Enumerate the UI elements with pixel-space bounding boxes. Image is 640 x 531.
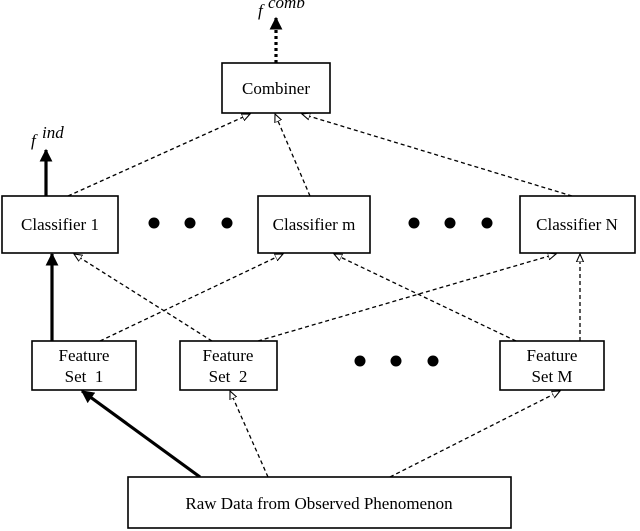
classifier-1-node: Classifier 1 <box>1 195 119 254</box>
classifier-m-label: Classifier m <box>273 215 356 234</box>
edge-raw-to-feature-m <box>389 391 560 478</box>
f-ind-label: f ind <box>31 123 64 150</box>
raw-data-node: Raw Data from Observed Phenomenon <box>127 476 512 529</box>
edge-classifier-n-to-combiner <box>302 114 573 197</box>
edge-feature-2-to-classifier-1 <box>74 254 213 342</box>
classifier-n-label: Classifier N <box>536 215 618 234</box>
raw-data-label: Raw Data from Observed Phenomenon <box>185 494 453 513</box>
feature-set-2-line2: Set 2 <box>209 367 248 386</box>
feature-set-2-line1: Feature <box>203 346 254 365</box>
classifier-ellipsis-right <box>408 217 493 229</box>
classifier-1-label: Classifier 1 <box>21 215 99 234</box>
svg-text:f: f <box>258 1 265 20</box>
edge-feature-1-to-classifier-m <box>99 253 283 342</box>
svg-text:comb: comb <box>268 0 305 12</box>
combiner-label: Combiner <box>242 79 310 98</box>
feature-set-ellipsis <box>354 355 439 367</box>
connectors <box>39 16 580 479</box>
feature-set-m-line2: Set M <box>531 367 572 386</box>
edge-raw-to-feature-1 <box>80 389 201 479</box>
combiner-node: Combiner <box>221 62 331 114</box>
feature-set-m-line1: Feature <box>527 346 578 365</box>
feature-set-m-node: Feature Set M <box>499 340 605 391</box>
feature-set-1-line2: Set 1 <box>65 367 104 386</box>
classifier-n-node: Classifier N <box>519 195 636 254</box>
classifier-m-node: Classifier m <box>257 195 371 254</box>
feature-set-2-node: Feature Set 2 <box>179 340 278 391</box>
svg-text:f: f <box>31 131 38 150</box>
edge-feature-m-to-classifier-m <box>334 253 517 342</box>
f-comb-label: f comb <box>258 0 305 20</box>
edge-classifier-m-to-combiner <box>275 114 311 197</box>
feature-set-1-node: Feature Set 1 <box>31 340 137 391</box>
svg-text:ind: ind <box>42 123 64 142</box>
edge-raw-to-feature-2 <box>229 391 269 478</box>
classifier-ellipsis-left <box>148 217 233 229</box>
edge-classifier-1-to-combiner <box>67 113 250 197</box>
edge-feature-2-to-classifier-n <box>257 254 556 342</box>
feature-set-1-line1: Feature <box>59 346 110 365</box>
